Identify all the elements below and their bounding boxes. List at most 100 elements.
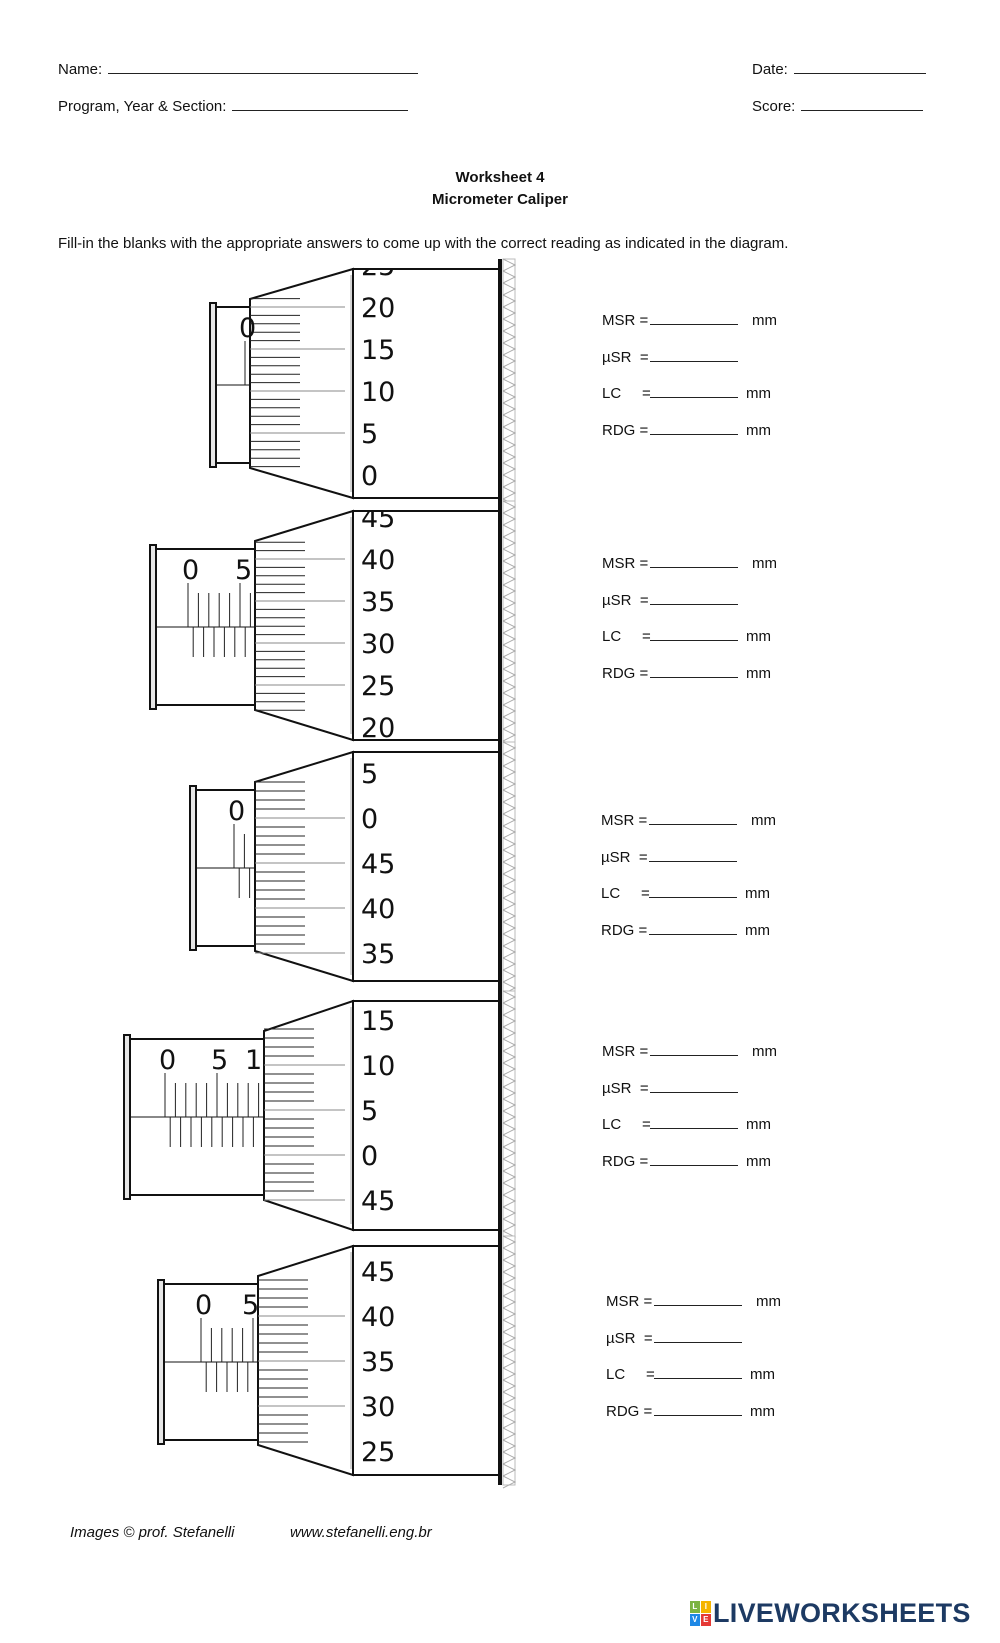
thimble-label: 10 <box>361 377 395 408</box>
lc-row: LC =mm <box>602 626 771 645</box>
program-input[interactable] <box>232 96 409 111</box>
rdg-input[interactable] <box>650 420 738 435</box>
knurl-mark <box>502 789 517 803</box>
lc-input[interactable] <box>650 383 738 398</box>
msr-input[interactable] <box>650 310 738 325</box>
knurl-mark <box>502 656 517 670</box>
knurl-mark <box>502 1415 517 1429</box>
knurl-mark <box>502 378 517 392</box>
thimble-label: 0 <box>361 804 378 835</box>
name-input[interactable] <box>108 59 419 74</box>
rdg-label: RDG = <box>602 1152 649 1170</box>
sleeve-label: 5 <box>211 1045 228 1076</box>
usr-input[interactable] <box>650 347 738 362</box>
knurl-mark <box>502 1038 517 1052</box>
thimble-label: 20 <box>361 293 395 324</box>
msr-row: MSR =mm <box>602 310 777 329</box>
knurl-mark <box>502 474 517 488</box>
knurl-mark <box>502 1391 517 1405</box>
knurl-mark <box>502 801 517 815</box>
rdg-input[interactable] <box>654 1401 742 1416</box>
sleeve-label: 0 <box>182 555 199 586</box>
msr-input[interactable] <box>649 810 737 825</box>
knurl-mark <box>502 1086 517 1100</box>
knurl-mark <box>502 1074 517 1088</box>
lc-input[interactable] <box>654 1364 742 1379</box>
msr-label: MSR = <box>602 1043 649 1060</box>
msr-label: MSR = <box>606 1293 653 1310</box>
usr-label: µSR = <box>602 591 649 609</box>
lc-input[interactable] <box>650 1114 738 1129</box>
unit-label: mm <box>752 312 777 329</box>
knurl-mark <box>502 282 517 296</box>
msr-label: MSR = <box>602 555 649 572</box>
liveworksheets-logo[interactable]: L I V E LIVEWORKSHEETS <box>690 1598 971 1629</box>
msr-input[interactable] <box>654 1291 742 1306</box>
rdg-row: RDG =mm <box>602 663 771 682</box>
rdg-label: RDG = <box>601 921 648 939</box>
knurl-mark <box>502 957 517 971</box>
thimble-label: 20 <box>361 713 395 744</box>
lc-input[interactable] <box>650 626 738 641</box>
knurl-mark <box>502 873 517 887</box>
thimble-label: 5 <box>361 419 378 450</box>
instructions: Fill-in the blanks with the appropriate … <box>58 235 789 252</box>
msr-input[interactable] <box>650 1041 738 1056</box>
knurl-mark <box>502 342 517 356</box>
website-link[interactable]: www.stefanelli.eng.br <box>290 1524 432 1541</box>
usr-row: µSR = <box>601 847 737 866</box>
usr-label: µSR = <box>602 1079 649 1097</box>
knurl-mark <box>502 1319 517 1333</box>
knurl-mark <box>502 765 517 779</box>
logo-text: LIVEWORKSHEETS <box>713 1598 971 1628</box>
knurl-mark <box>502 270 517 284</box>
thimble-cone <box>263 999 354 1232</box>
usr-label: µSR = <box>606 1329 653 1347</box>
knurl-mark <box>502 258 517 272</box>
knurl-mark <box>502 318 517 332</box>
score-field: Score: <box>752 96 924 115</box>
score-label: Score: <box>752 98 796 115</box>
knurl-mark <box>502 512 517 526</box>
score-input[interactable] <box>801 96 924 111</box>
usr-input[interactable] <box>649 847 737 862</box>
knurl-mark <box>502 306 517 320</box>
rdg-input[interactable] <box>650 663 738 678</box>
unit-label: mm <box>745 885 770 902</box>
usr-input[interactable] <box>654 1328 742 1343</box>
unit-label: mm <box>746 664 771 682</box>
knurl-mark <box>502 825 517 839</box>
msr-input[interactable] <box>650 553 738 568</box>
knurl-mark <box>502 1098 517 1112</box>
rdg-input[interactable] <box>649 920 737 935</box>
knurl-mark <box>502 1247 517 1261</box>
knurl-mark <box>502 620 517 634</box>
lc-input[interactable] <box>649 883 737 898</box>
knurl-mark <box>502 1050 517 1064</box>
unit-label: mm <box>746 1152 771 1170</box>
knurl-mark <box>502 849 517 863</box>
date-input[interactable] <box>793 59 926 74</box>
lc-row: LC =mm <box>602 383 771 402</box>
knurl-mark <box>502 753 517 767</box>
sleeve-label: 0 <box>228 796 245 827</box>
usr-input[interactable] <box>650 590 738 605</box>
program-field: Program, Year & Section: <box>58 96 409 115</box>
sleeve-label: 0 <box>195 1290 212 1321</box>
knurl-mark <box>502 716 517 730</box>
knurl-mark <box>502 921 517 935</box>
knurl-mark <box>502 1463 517 1477</box>
knurl-mark <box>502 584 517 598</box>
knurl-mark <box>502 885 517 899</box>
sleeve-label: 0 <box>239 313 256 344</box>
thimble-body <box>352 510 501 741</box>
usr-input[interactable] <box>650 1078 738 1093</box>
thimble-label: 35 <box>361 587 395 618</box>
knurl-mark <box>502 402 517 416</box>
knurl-mark <box>502 933 517 947</box>
knurl-mark <box>502 1122 517 1136</box>
rdg-input[interactable] <box>650 1151 738 1166</box>
lc-label: LC = <box>606 1366 655 1383</box>
knurl-mark <box>502 1206 517 1220</box>
